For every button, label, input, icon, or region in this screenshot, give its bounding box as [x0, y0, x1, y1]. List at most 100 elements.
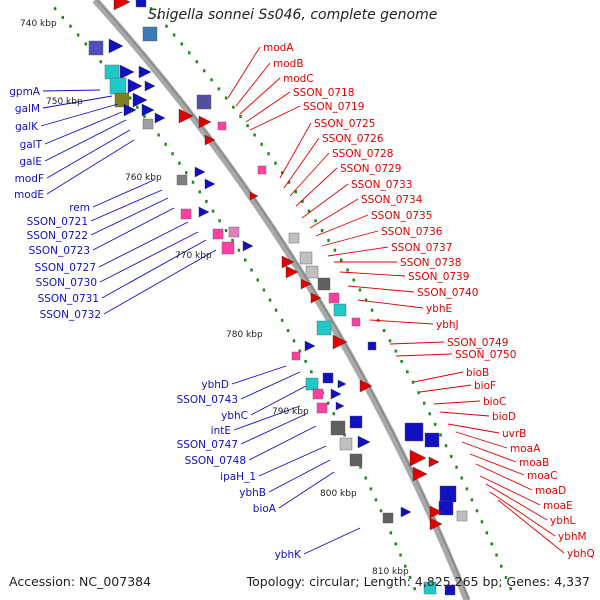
gene-label-sson-0738[interactable]: SSON_0738	[400, 257, 461, 269]
gene-label-gale[interactable]: galE	[19, 156, 42, 168]
gene-label-galt[interactable]: galT	[20, 139, 43, 151]
gene-feature-glyph	[438, 500, 454, 516]
leader-line-sson-0728	[289, 152, 330, 197]
gene-label-mode[interactable]: modE	[14, 189, 44, 201]
gene-label-sson-0722[interactable]: SSON_0722	[27, 230, 88, 242]
tick-dot	[326, 401, 330, 405]
gene-label-inte[interactable]: intE	[211, 425, 231, 437]
kbp-label-780-kbp: 780 kbp	[226, 330, 263, 340]
gene-label-biof[interactable]: bioF	[474, 380, 496, 392]
gene-label-sson-0730[interactable]: SSON_0730	[36, 277, 97, 289]
gene-feature-glyph	[330, 388, 342, 400]
gene-label-sson-0736[interactable]: SSON_0736	[381, 226, 443, 238]
gene-feature-glyph	[310, 292, 322, 304]
leader-line-modb	[235, 62, 271, 107]
gene-feature-glyph	[382, 512, 394, 524]
gene-label-sson-0726[interactable]: SSON_0726	[322, 133, 384, 145]
gene-label-moac[interactable]: moaC	[527, 470, 557, 482]
tick-dot	[260, 142, 263, 146]
gene-label-sson-0733[interactable]: SSON_0733	[351, 179, 412, 191]
gene-label-sson-0749[interactable]: SSON_0749	[447, 337, 508, 349]
gene-label-sson-0747[interactable]: SSON_0747	[177, 439, 238, 451]
gene-label-ybhc[interactable]: ybhC	[221, 410, 248, 422]
tick-dot	[164, 142, 167, 146]
gene-label-ipah-1[interactable]: ipaH_1	[220, 471, 256, 483]
gene-feature-glyph	[88, 40, 104, 56]
gene-feature-glyph	[154, 112, 166, 124]
tick-dot	[232, 105, 235, 109]
gene-label-moaa[interactable]: moaA	[510, 443, 541, 455]
gene-label-biod[interactable]: bioD	[492, 411, 516, 423]
gene-label-sson-0721[interactable]: SSON_0721	[27, 216, 88, 228]
gene-label-biob[interactable]: bioB	[466, 367, 489, 379]
gene-feature-glyph	[304, 340, 316, 352]
gene-label-moae[interactable]: moaE	[543, 500, 573, 512]
tick-dot	[274, 161, 277, 165]
gene-label-ybhl[interactable]: ybhL	[550, 515, 576, 527]
gene-label-bioc[interactable]: bioC	[483, 396, 506, 408]
gene-label-sson-0729[interactable]: SSON_0729	[340, 163, 401, 175]
gene-label-sson-0734[interactable]: SSON_0734	[361, 194, 423, 206]
leader-line-sson-0735	[315, 214, 369, 237]
gene-label-bioa[interactable]: bioA	[253, 503, 277, 515]
gene-feature-glyph	[113, 0, 131, 11]
gene-label-sson-0731[interactable]: SSON_0731	[38, 293, 99, 305]
gene-label-rem[interactable]: rem	[69, 202, 90, 214]
gene-label-modf[interactable]: modF	[15, 173, 44, 185]
gene-label-moad[interactable]: moaD	[535, 485, 566, 497]
gene-feature-glyph	[328, 292, 340, 304]
gene-feature-glyph	[429, 505, 443, 519]
leader-line-sson-0749	[389, 341, 445, 345]
gene-feature-glyph	[198, 115, 212, 129]
gene-label-modb[interactable]: modB	[273, 58, 304, 70]
gene-label-sson-0750[interactable]: SSON_0750	[455, 349, 516, 361]
gene-label-sson-0748[interactable]: SSON_0748	[185, 455, 246, 467]
gene-label-moab[interactable]: moaB	[519, 457, 549, 469]
gene-label-ybhb[interactable]: ybhB	[239, 487, 266, 499]
tick-dot	[287, 180, 291, 184]
gene-feature-glyph	[429, 517, 443, 531]
gene-label-sson-0727[interactable]: SSON_0727	[35, 262, 96, 274]
gene-label-sson-0719[interactable]: SSON_0719	[303, 101, 364, 113]
gene-label-ybhm[interactable]: ybhM	[558, 531, 587, 543]
gene-label-ybhj[interactable]: ybhJ	[436, 319, 459, 331]
tick-dot	[428, 412, 431, 416]
gene-feature-glyph	[424, 432, 440, 448]
gene-label-sson-0739[interactable]: SSON_0739	[408, 271, 469, 283]
gene-feature-glyph	[196, 94, 212, 110]
leader-line-ybhj	[369, 319, 434, 325]
gene-feature-glyph	[423, 581, 437, 595]
gene-label-sson-0718[interactable]: SSON_0718	[293, 87, 354, 99]
gene-feature-glyph	[337, 379, 347, 389]
gene-label-sson-0723[interactable]: SSON_0723	[29, 245, 90, 257]
gene-label-uvrb[interactable]: uvrB	[502, 428, 526, 440]
gene-label-ybhq[interactable]: ybhQ	[567, 548, 595, 560]
gene-label-galk[interactable]: galK	[15, 121, 39, 133]
gene-label-sson-0737[interactable]: SSON_0737	[391, 242, 452, 254]
gene-label-sson-0740[interactable]: SSON_0740	[417, 287, 478, 299]
leader-line-sson-0748	[248, 425, 317, 461]
gene-label-moda[interactable]: modA	[263, 42, 294, 54]
tick-dot	[470, 498, 474, 502]
leader-line-sson-0743	[240, 371, 301, 400]
gene-label-sson-0743[interactable]: SSON_0743	[177, 394, 238, 406]
gene-label-modc[interactable]: modC	[283, 73, 314, 85]
leader-line-sson-0737	[327, 246, 389, 257]
tick-dot	[388, 339, 392, 343]
gene-label-sson-0725[interactable]: SSON_0725	[314, 118, 375, 130]
gene-label-sson-0735[interactable]: SSON_0735	[371, 210, 432, 222]
leader-line-sson-0730	[99, 231, 199, 283]
gene-label-gpma[interactable]: gpmA	[9, 86, 41, 98]
gene-label-ybhe[interactable]: ybhE	[426, 303, 452, 315]
tick-dot	[413, 587, 416, 591]
gene-label-sson-0728[interactable]: SSON_0728	[332, 148, 393, 160]
gene-feature-glyph	[135, 0, 147, 8]
gene-label-ybhd[interactable]: ybhD	[201, 379, 229, 391]
gene-label-ybhk[interactable]: ybhK	[275, 549, 303, 561]
gene-label-sson-0732[interactable]: SSON_0732	[40, 309, 101, 321]
gene-feature-glyph	[249, 191, 259, 201]
gene-label-galm[interactable]: galM	[15, 103, 40, 115]
gene-feature-glyph	[221, 241, 235, 255]
tick-dot	[274, 308, 278, 312]
